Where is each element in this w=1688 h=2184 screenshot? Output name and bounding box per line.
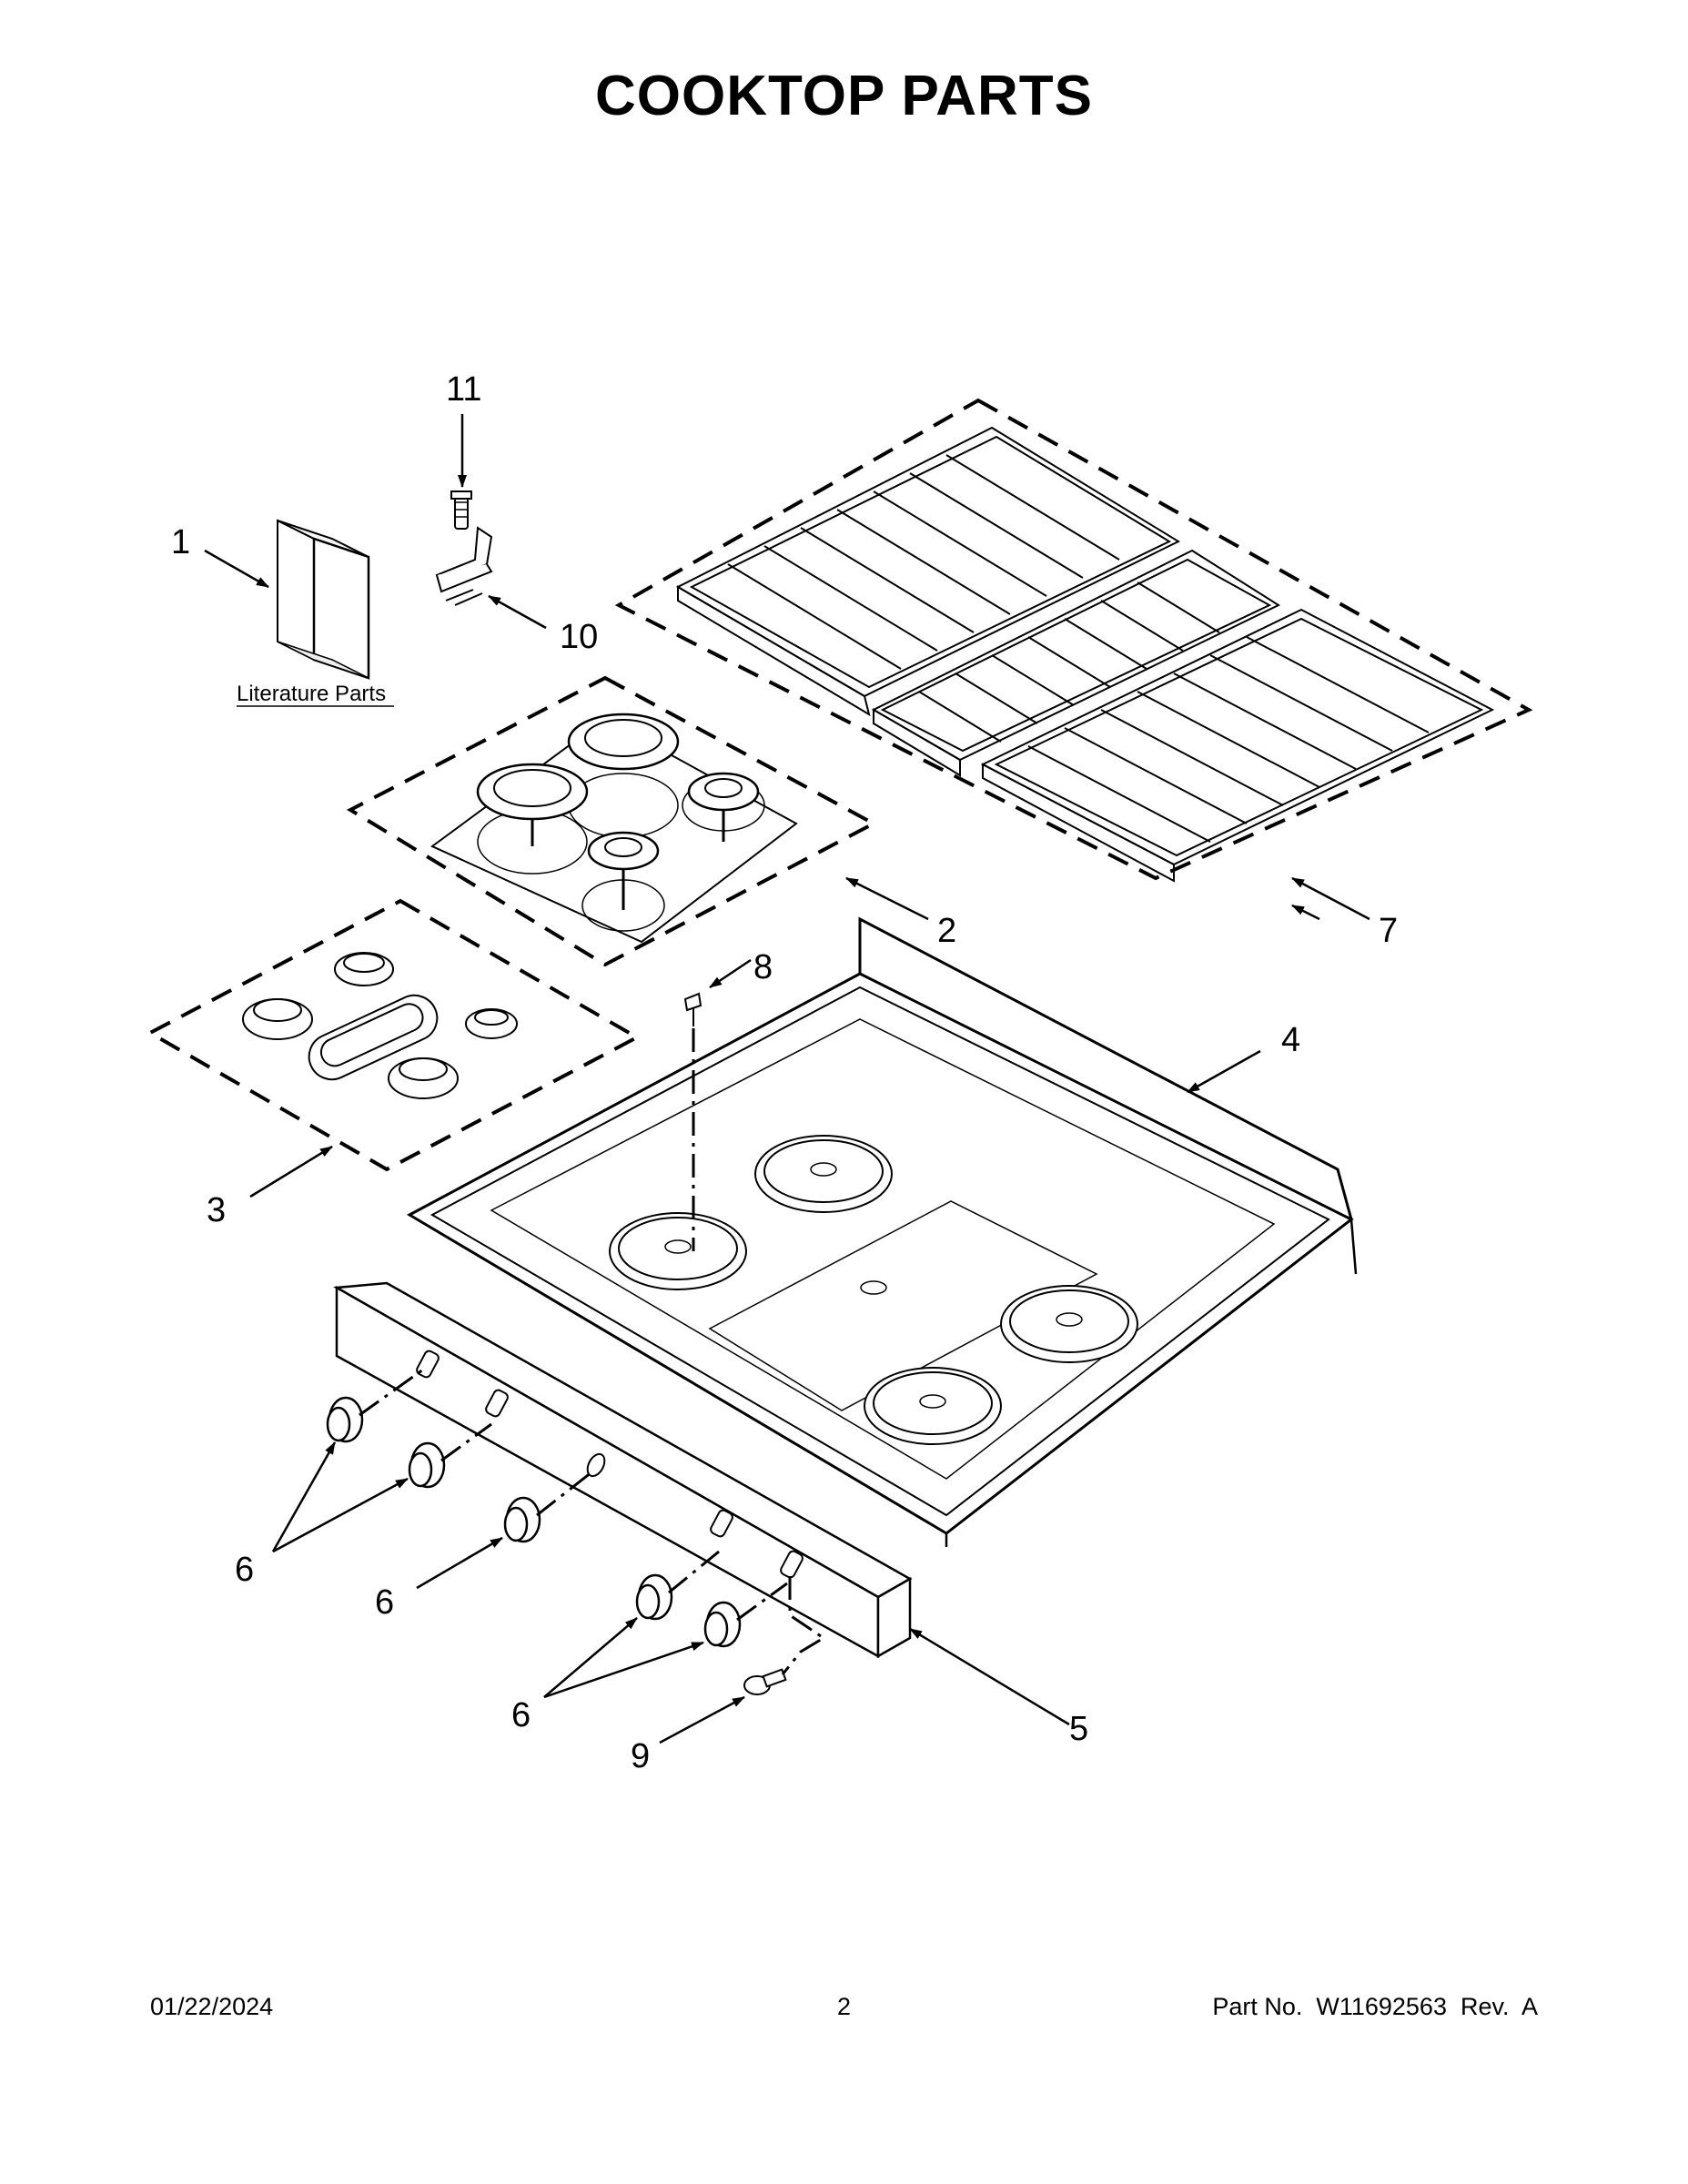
knob-5	[703, 1601, 742, 1648]
callout-3: 3	[207, 1191, 226, 1229]
knob-3	[503, 1496, 541, 1543]
callout-6c: 6	[511, 1696, 531, 1734]
assembly-lines	[359, 1028, 826, 1675]
cooktop-main	[406, 916, 1358, 1547]
footer-date: 01/22/2024	[150, 1993, 274, 2020]
page-title: COOKTOP PARTS	[595, 65, 1093, 127]
footer-part-number: Part No. W11692563 Rev. A	[1212, 1993, 1538, 2020]
knob-4	[635, 1573, 673, 1621]
burner-caps-outline	[346, 675, 878, 967]
grate-right	[980, 608, 1495, 883]
burner-bases-group	[146, 898, 642, 1172]
callout-8: 8	[753, 948, 773, 986]
callout-10: 10	[560, 618, 598, 656]
screw-9	[743, 1668, 787, 1695]
leader-arrows	[204, 414, 1370, 1744]
callout-11: 11	[446, 370, 481, 409]
footer-page-number: 2	[836, 1993, 852, 2020]
literature-parts: Literature Parts	[237, 519, 394, 707]
callout-6a: 6	[235, 1551, 254, 1589]
callout-7: 7	[1379, 912, 1398, 950]
knob-2	[408, 1441, 446, 1489]
grates-group	[614, 398, 1533, 883]
callout-2: 2	[937, 912, 956, 950]
literature-parts-label: Literature Parts	[237, 682, 386, 706]
callout-6b: 6	[375, 1583, 394, 1622]
bracket-assembly	[435, 490, 493, 606]
callout-5: 5	[1069, 1710, 1088, 1748]
grate-left	[675, 426, 1181, 717]
callout-4: 4	[1281, 1021, 1300, 1059]
control-panel	[332, 1281, 913, 1659]
screw-8	[683, 992, 702, 1026]
knob-1	[326, 1396, 364, 1443]
callout-9: 9	[631, 1737, 650, 1775]
knobs-group	[326, 1396, 742, 1648]
grates-outline	[614, 398, 1533, 881]
burner-caps-group	[346, 675, 878, 967]
grate-middle	[871, 549, 1281, 777]
callout-1: 1	[171, 523, 190, 561]
burner-bases-outline	[146, 898, 642, 1172]
